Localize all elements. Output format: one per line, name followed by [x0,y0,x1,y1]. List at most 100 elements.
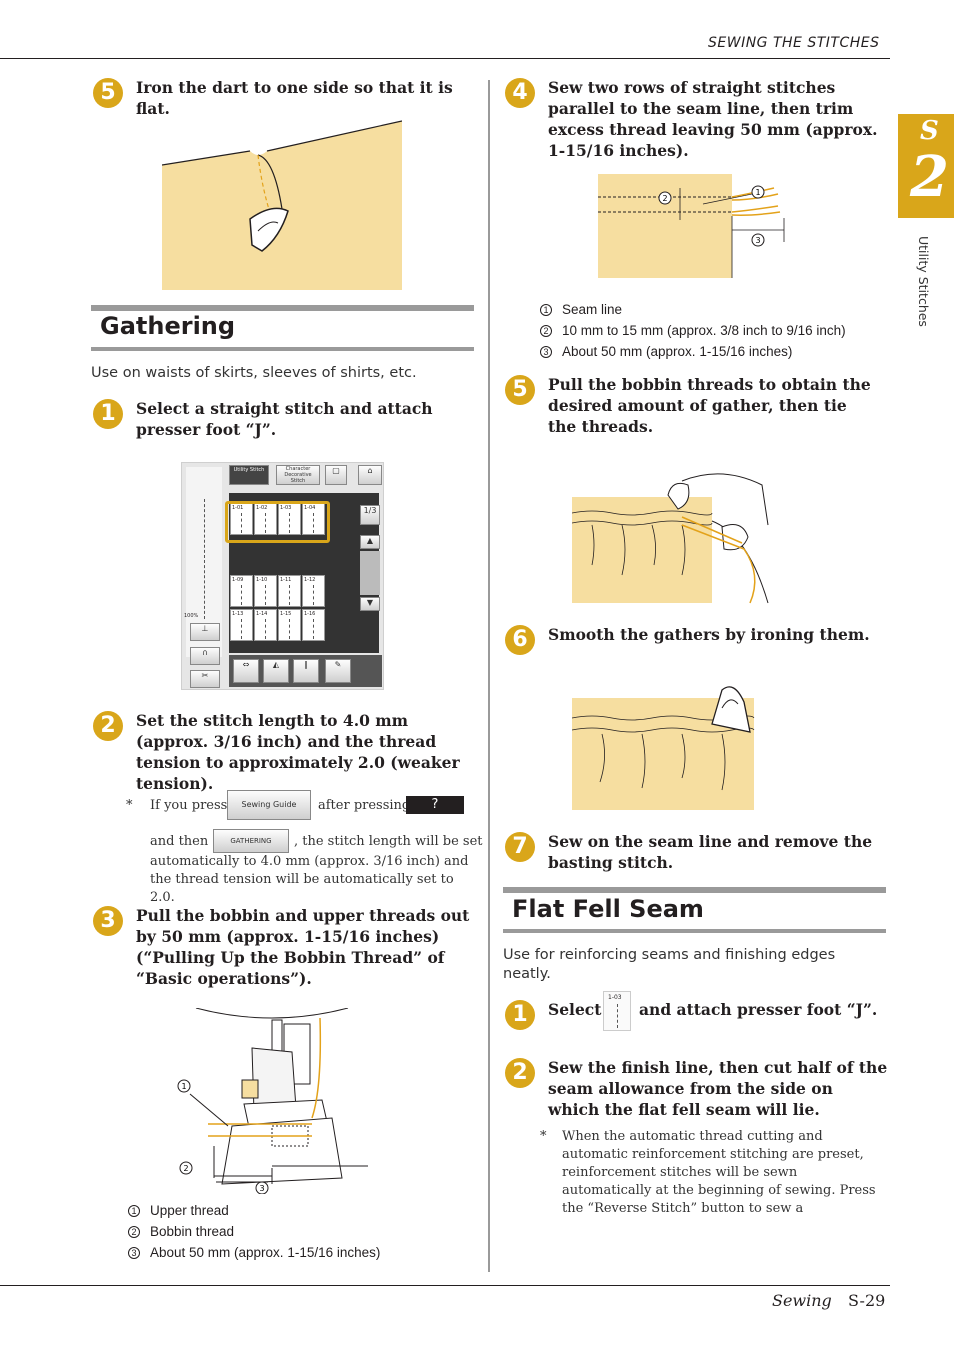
section-bar-top [503,887,886,893]
lcd-stitch-line [265,585,266,605]
svg-text:2: 2 [662,194,667,203]
lcd-stitch-cell[interactable]: 1-03 [278,503,301,535]
section-title: Flat Fell Seam [512,895,704,923]
step-number: 1 [505,1000,535,1030]
lcd-stitch-code: 1-02 [256,505,268,511]
lcd-triangle-button[interactable]: ◭ [263,659,289,683]
section-bar-bottom [503,929,886,933]
lcd-stitch-cell[interactable]: 1-11 [278,575,301,607]
section-intro: Use on waists of skirts, sleeves of shir… [91,365,417,381]
lcd-stitch-cell[interactable]: 1-02 [254,503,277,535]
step-number: 7 [505,832,535,862]
lcd-stitch-code: 1-01 [232,505,244,511]
lcd-stitch-preview [204,499,205,619]
lcd-stitch-cell[interactable]: 1-12 [302,575,325,607]
lcd-scrollbar[interactable] [360,551,380,595]
gathering-button: GATHERING [213,829,289,853]
lcd-stitch-cell[interactable]: 1-13 [230,609,253,641]
step-text: Sew the finish line, then cut half of th… [548,1058,888,1119]
straight-stitch-icon: 1-03 [603,991,631,1031]
lcd-stitch-line [313,585,314,605]
step-text: Smooth the gathers by ironing them. [548,625,870,644]
running-title: SEWING THE STITCHES [708,35,880,51]
step-text: Select [548,1000,602,1019]
lcd-stitch-line [241,619,242,639]
note-star: * [540,1129,547,1144]
footer-section: Sewing [772,1291,832,1310]
lcd-scroll-down-icon[interactable]: ▼ [360,597,380,611]
seam-rows-illustration: 1 2 3 [598,172,798,280]
lcd-scissors-icon[interactable]: ✂ [190,670,220,688]
note-text: after pressing [318,798,411,813]
lcd-stitch-cell[interactable]: 1-15 [278,609,301,641]
lcd-stitch-code: 1-14 [256,611,268,617]
step-number: 2 [93,711,123,741]
note-star: * [126,798,133,813]
lcd-stitch-cell[interactable]: 1-16 [302,609,325,641]
lcd-stitch-cell[interactable]: 1-14 [254,609,277,641]
step-number: 5 [93,78,123,108]
step-text: Sew two rows of straight stitches parall… [548,78,878,160]
section-bar-top [91,305,474,311]
step-text: and attach presser foot “J”. [639,1000,878,1019]
step-number: 6 [505,625,535,655]
lcd-stitch-line [289,619,290,639]
lcd-stitch-cell[interactable]: 1-10 [254,575,277,607]
lcd-scroll-up-icon[interactable]: ▲ [360,535,380,549]
lcd-stitch-code: 1-12 [304,577,316,583]
section-intro: Use for reinforcing seams and finishing … [503,947,836,982]
step-text: Select a straight stitch and attach pres… [136,399,433,439]
lcd-tab-character[interactable]: Character Decorative Stitch [276,465,320,485]
lcd-highlight-box [225,501,330,543]
step-number: 4 [505,78,535,108]
lcd-stitch-line [241,513,242,533]
lcd-foot-button[interactable]: ⊥ [190,623,220,641]
lcd-screen: 100% ⊥ ∩ ✂ Utility Stitch Character Deco… [181,462,384,690]
lcd-thread-button[interactable]: ∩ [190,647,220,665]
step-text: Sew on the seam line and remove the bast… [548,832,873,872]
lcd-needle-button[interactable]: ∥ [293,659,319,683]
lcd-stitch-code: 1-04 [304,505,316,511]
lcd-stitch-line [289,585,290,605]
note-text: and then [150,834,209,849]
section-bar-bottom [91,347,474,351]
lcd-home-icon[interactable]: ⌂ [358,465,382,485]
svg-text:1: 1 [755,188,760,197]
lcd-mirror-button[interactable]: ⇔ [233,659,259,683]
footer-rule [0,1285,890,1286]
sewing-guide-button: Sewing Guide [227,790,311,820]
chapter-letter: S [920,116,939,146]
stitch-line [617,1004,618,1028]
lcd-bottom-bar: ⇔ ◭ ∥ ✎ [229,655,382,687]
note-text: When the automatic thread cutting and au… [562,1129,876,1216]
note-text: , the stitch length will be set [294,834,483,849]
step-text: Pull the bobbin and upper threads out by… [136,906,470,988]
note-text: If you press [150,798,228,813]
lcd-stitch-line [289,513,290,533]
lcd-stitch-code: 1-03 [280,505,292,511]
header-rule [0,58,890,59]
gather-pull-illustration [571,465,772,605]
column-divider [488,80,490,1272]
lcd-stitch-code: 1-15 [280,611,292,617]
presser-foot-illustration: 1 2 3 [172,1007,372,1195]
gather-iron-illustration [571,678,772,812]
lcd-stitch-code: 1-10 [256,577,268,583]
chapter-tab: S 2 [898,114,954,218]
lcd-stitch-cell[interactable]: 1-09 [230,575,253,607]
svg-text:2: 2 [183,1164,188,1173]
lcd-stitch-line [313,619,314,639]
lcd-stitch-line [265,513,266,533]
chapter-label: Utility Stitches [916,236,931,327]
lcd-lock-icon[interactable]: ▢ [325,465,347,485]
lcd-pencil-icon[interactable]: ✎ [325,659,351,683]
lcd-stitch-code: 1-11 [280,577,292,583]
lcd-stitch-line [241,585,242,605]
section-title: Gathering [100,312,236,340]
lcd-tab-utility[interactable]: Utility Stitch [229,465,269,485]
